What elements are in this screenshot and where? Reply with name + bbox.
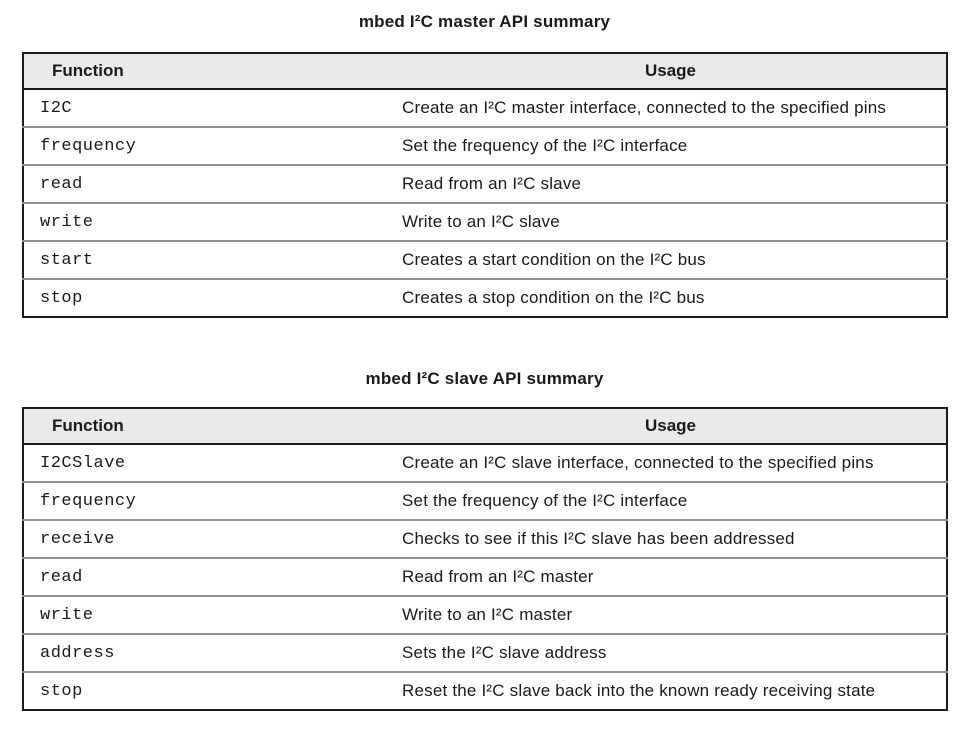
table-row: frequency Set the frequency of the I²C i… (23, 481, 947, 520)
header-row: Function Usage (23, 408, 947, 445)
usage-cell: Reset the I²C slave back into the known … (395, 671, 947, 710)
usage-cell: Creates a start condition on the I²C bus (395, 240, 947, 279)
function-cell: frequency (23, 126, 395, 165)
table-row: I2C Create an I²C master interface, conn… (23, 89, 947, 127)
master-api-table: Function Usage I2C Create an I²C master … (22, 52, 948, 318)
function-cell: receive (23, 519, 395, 558)
table-row: frequency Set the frequency of the I²C i… (23, 126, 947, 165)
usage-column-header: Usage (395, 408, 947, 445)
usage-cell: Create an I²C slave interface, connected… (402, 453, 874, 472)
function-cell: address (23, 633, 395, 672)
function-cell: read (23, 164, 395, 203)
header-row: Function Usage (23, 53, 947, 90)
table-row: address Sets the I²C slave address (23, 633, 947, 672)
function-cell: I2CSlave (40, 453, 126, 473)
table-row: start Creates a start condition on the I… (23, 240, 947, 279)
usage-column-header: Usage (395, 53, 947, 90)
slave-table-title: mbed I²C slave API summary (365, 369, 604, 388)
function-cell: start (23, 240, 395, 279)
function-cell: I2C (40, 98, 73, 118)
table-row: stop Reset the I²C slave back into the k… (23, 671, 947, 710)
table-row: receive Checks to see if this I²C slave … (23, 519, 947, 558)
function-column-header: Function (23, 408, 395, 445)
usage-cell: Write to an I²C master (395, 595, 947, 634)
usage-cell: Creates a stop condition on the I²C bus (395, 278, 947, 317)
usage-cell: Read from an I²C slave (395, 164, 947, 203)
slave-api-table: Function Usage I2CSlave Create an I²C sl… (22, 407, 948, 711)
table-row: read Read from an I²C slave (23, 164, 947, 203)
usage-cell: Read from an I²C master (395, 557, 947, 596)
usage-cell: Sets the I²C slave address (395, 633, 947, 672)
usage-cell: Write to an I²C slave (395, 202, 947, 241)
function-cell: stop (23, 278, 395, 317)
usage-cell: Set the frequency of the I²C interface (395, 481, 947, 520)
usage-cell: Checks to see if this I²C slave has been… (395, 519, 947, 558)
function-cell: read (23, 557, 395, 596)
function-cell: write (23, 202, 395, 241)
function-column-header: Function (23, 53, 395, 90)
table-row: write Write to an I²C slave (23, 202, 947, 241)
function-cell: stop (23, 671, 395, 710)
function-cell: write (23, 595, 395, 634)
usage-cell: Set the frequency of the I²C interface (395, 126, 947, 165)
table-row: I2CSlave Create an I²C slave interface, … (23, 444, 947, 482)
function-cell: frequency (23, 481, 395, 520)
usage-cell: Create an I²C master interface, connecte… (402, 98, 887, 117)
table-row: write Write to an I²C master (23, 595, 947, 634)
table-row: read Read from an I²C master (23, 557, 947, 596)
table-row: stop Creates a stop condition on the I²C… (23, 278, 947, 317)
master-table-title: mbed I²C master API summary (358, 12, 611, 31)
